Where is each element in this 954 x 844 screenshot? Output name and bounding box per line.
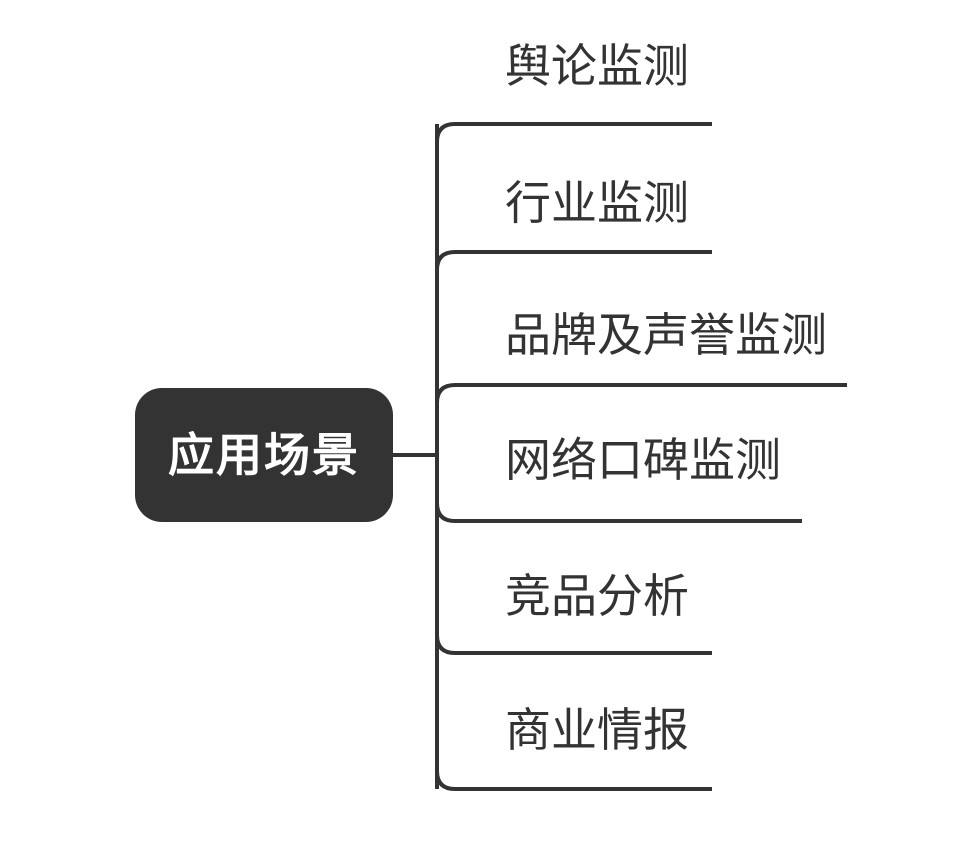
connector-paths bbox=[393, 122, 847, 791]
branch-connector-4 bbox=[435, 634, 712, 655]
branch-connector-5 bbox=[435, 770, 712, 791]
branch-connector-2 bbox=[435, 383, 847, 404]
branch-label-3[interactable]: 网络口碑监测 bbox=[505, 434, 781, 486]
branch-connector-3 bbox=[435, 502, 802, 523]
branch-label-4[interactable]: 竞品分析 bbox=[505, 570, 689, 622]
branch-label-5[interactable]: 商业情报 bbox=[505, 704, 689, 756]
branch-label-2[interactable]: 品牌及声誉监测 bbox=[505, 309, 827, 361]
branch-label-0[interactable]: 舆论监测 bbox=[505, 40, 689, 92]
root-node[interactable]: 应用场景 bbox=[135, 388, 393, 522]
branch-label-1[interactable]: 行业监测 bbox=[505, 177, 689, 229]
branch-connector-0 bbox=[435, 122, 712, 143]
branch-connector-1 bbox=[435, 250, 712, 271]
root-node-label: 应用场景 bbox=[168, 429, 360, 481]
